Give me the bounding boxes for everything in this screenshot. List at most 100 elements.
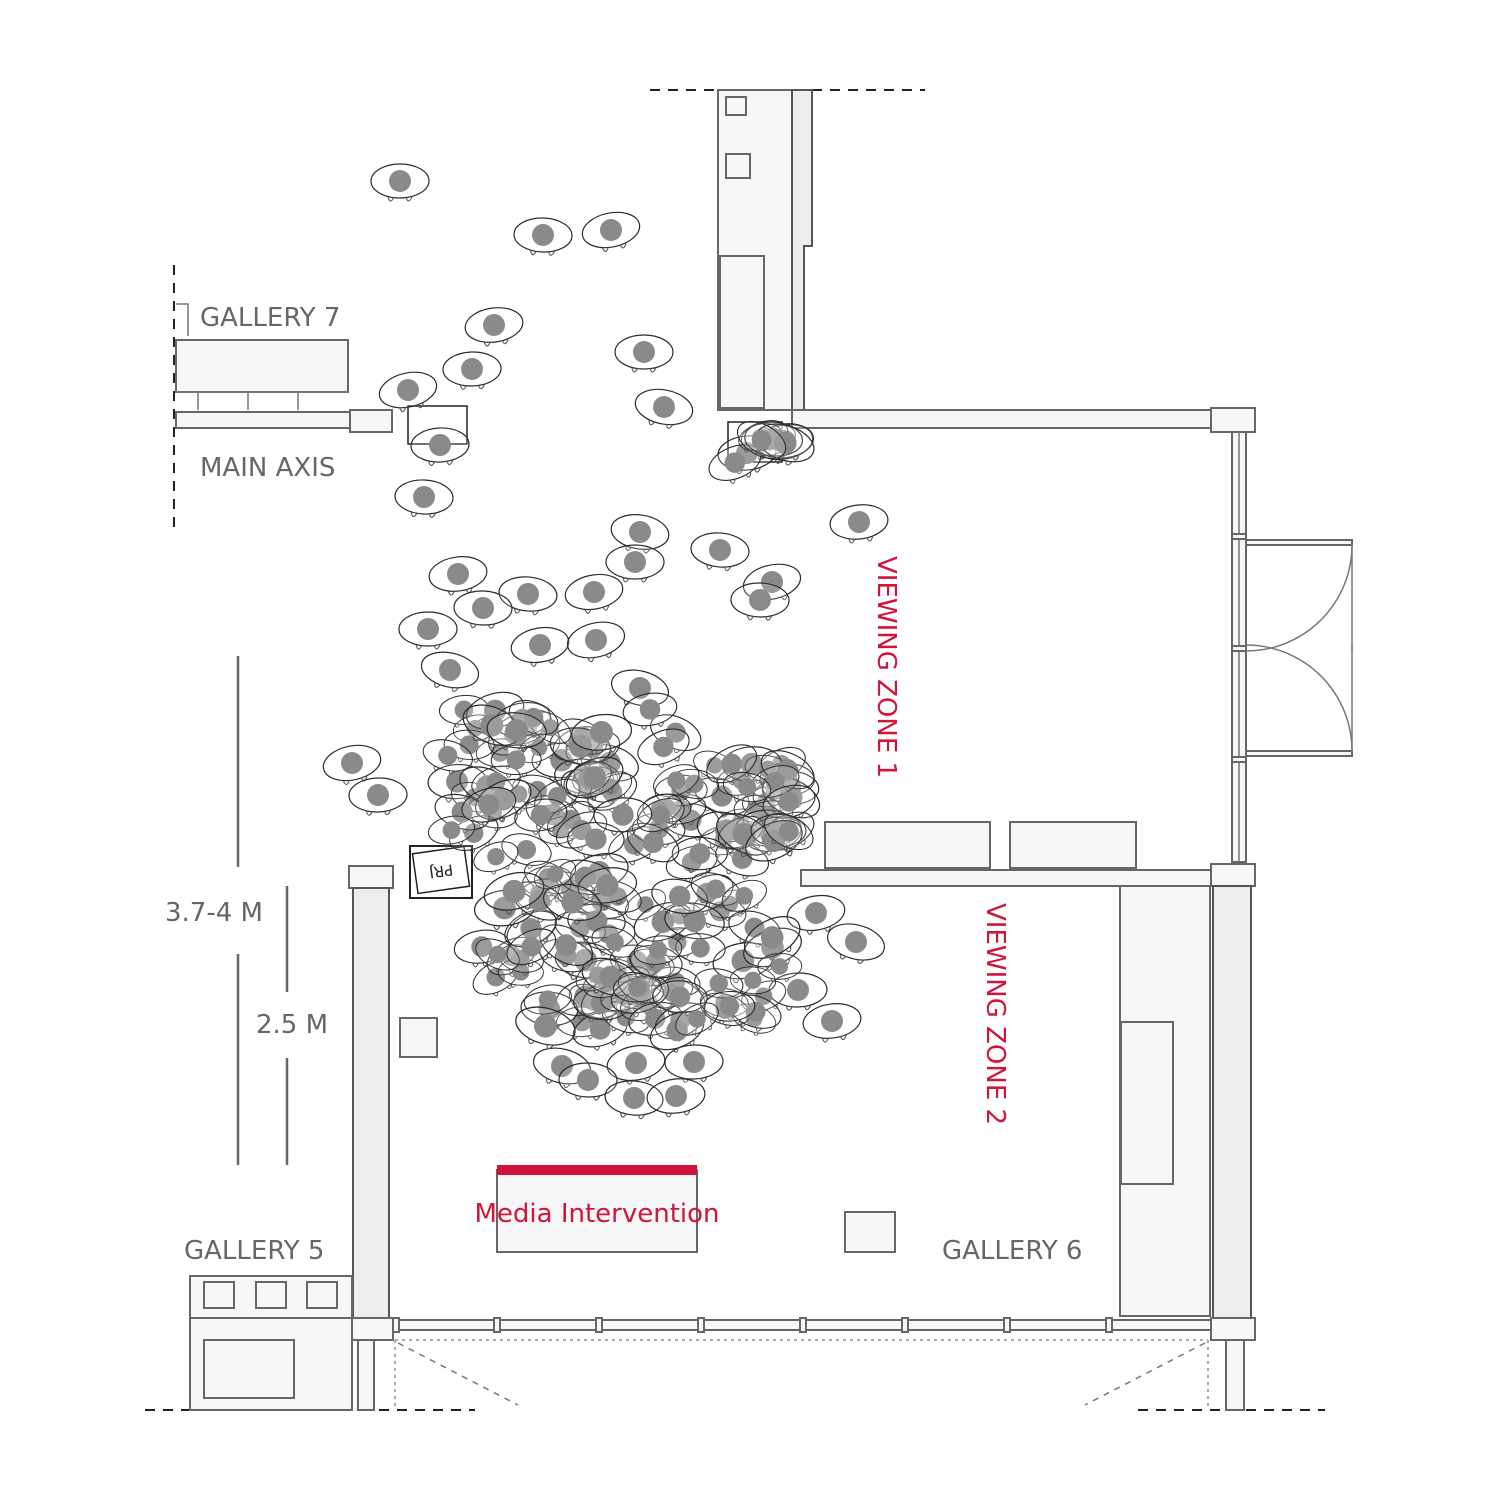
corridor-wall — [717, 89, 1256, 433]
visitor-icon — [664, 1044, 724, 1083]
visitor-icon — [612, 973, 662, 1006]
visitor-icon — [558, 1062, 618, 1101]
visitor-icon — [614, 334, 674, 373]
visitor-icon — [634, 388, 694, 429]
visitor-icon — [743, 915, 801, 961]
visitor-icon — [464, 307, 524, 347]
visitor-icon — [737, 420, 787, 461]
visitor-icon — [581, 211, 641, 253]
visitor-icon — [721, 879, 767, 915]
visitor-icon — [786, 894, 846, 935]
visitor-icon — [510, 626, 570, 667]
visitor-icon — [571, 713, 633, 755]
visitor-icon — [664, 902, 725, 944]
visitor-icon — [512, 881, 567, 923]
visitor-icon — [513, 217, 573, 256]
visitor-icon — [694, 968, 744, 1002]
visitor-icon — [722, 772, 772, 806]
main-axis-label: MAIN AXIS — [200, 453, 335, 483]
visitor-icon — [829, 504, 889, 544]
gallery5-label: GALLERY 5 — [184, 1236, 324, 1266]
visitor-icon — [370, 163, 430, 202]
visitor-icon — [483, 871, 545, 915]
plinth-left — [399, 1017, 438, 1058]
visitor-icon — [539, 924, 593, 968]
visitor-icon — [690, 872, 741, 909]
visitor-icon — [490, 744, 542, 778]
visitor-icon — [348, 777, 408, 816]
visitor-icon — [514, 798, 568, 836]
visitor-icon — [652, 980, 708, 1017]
media-intervention-label: Media Intervention — [474, 1199, 719, 1229]
height-inner-label: 2.5 M — [256, 1010, 328, 1040]
visitor-icon — [534, 858, 577, 892]
visitor-tracks — [322, 163, 889, 1120]
visitor-icon — [764, 812, 814, 852]
visitor-icon — [604, 1080, 664, 1120]
visitor-icon — [729, 966, 777, 997]
viewing-zone-1-label: VIEWING ZONE 1 — [871, 556, 901, 778]
visitor-icon — [730, 582, 790, 621]
visitor-icon — [501, 833, 552, 869]
visitor-icon — [564, 573, 624, 614]
visitor-icon — [506, 928, 557, 968]
visitor-icon — [410, 427, 470, 466]
visitor-icon — [593, 797, 653, 836]
visitor-icon — [633, 935, 683, 969]
visitor-icon — [567, 903, 626, 942]
gallery6-right-wall — [1119, 885, 1256, 1341]
visitor-icon — [802, 1003, 862, 1043]
visitor-icon — [462, 704, 522, 749]
visitor-icon — [653, 764, 700, 800]
visitor-icon — [675, 933, 726, 967]
gallery6-left-wall — [348, 865, 394, 1341]
visitor-icon — [498, 576, 558, 616]
visitor-icon — [646, 1078, 706, 1118]
visitor-icon — [690, 532, 750, 572]
gallery6-label: GALLERY 6 — [942, 1236, 1082, 1266]
right-glazing — [1231, 431, 1353, 863]
visitor-icon — [453, 590, 513, 629]
visitor-icon — [591, 926, 639, 961]
visitor-icon — [715, 840, 769, 880]
visitor-icon — [762, 784, 816, 823]
visitor-icon — [627, 822, 680, 864]
visitor-icon — [565, 756, 624, 801]
visitor-icon — [486, 712, 547, 753]
gallery7-label: GALLERY 7 — [200, 303, 340, 333]
visitor-icon — [394, 479, 454, 518]
visitor-icon — [543, 883, 602, 925]
visitor-icon — [622, 692, 678, 730]
visitor-icon — [422, 739, 473, 775]
visitor-icon — [827, 923, 885, 965]
visitor-icon — [703, 990, 756, 1025]
visitor-icon — [671, 836, 728, 874]
visitor-icon — [706, 744, 758, 785]
gallery5-structure — [189, 1275, 353, 1411]
visitor-icon — [378, 371, 438, 413]
mullions — [392, 1317, 1113, 1333]
plinth-right — [844, 1211, 896, 1253]
projector-label: PRJ — [428, 860, 454, 881]
bottom-wall — [357, 1317, 1245, 1411]
visitor-icon — [515, 1006, 576, 1050]
visitor-icon — [532, 1047, 592, 1088]
visitor-icon — [566, 621, 626, 663]
visitor-icon — [637, 728, 690, 768]
visitor-icon — [716, 813, 773, 858]
visitor-icon — [420, 651, 480, 692]
visitor-icon — [708, 444, 762, 484]
visitor-icon — [322, 744, 382, 786]
visitor-icon — [675, 1002, 719, 1038]
zone-partition — [800, 821, 1256, 887]
visitor-icon — [610, 514, 670, 554]
media-intervention-screen — [496, 1165, 698, 1253]
visitor-icon — [757, 953, 803, 983]
visitor-icon — [475, 938, 520, 973]
visitor-icon — [605, 544, 665, 583]
visitor-icon — [428, 556, 488, 596]
dimension-lines — [236, 656, 289, 1165]
gallery7-structure — [175, 303, 393, 433]
visitor-icon — [577, 867, 638, 908]
